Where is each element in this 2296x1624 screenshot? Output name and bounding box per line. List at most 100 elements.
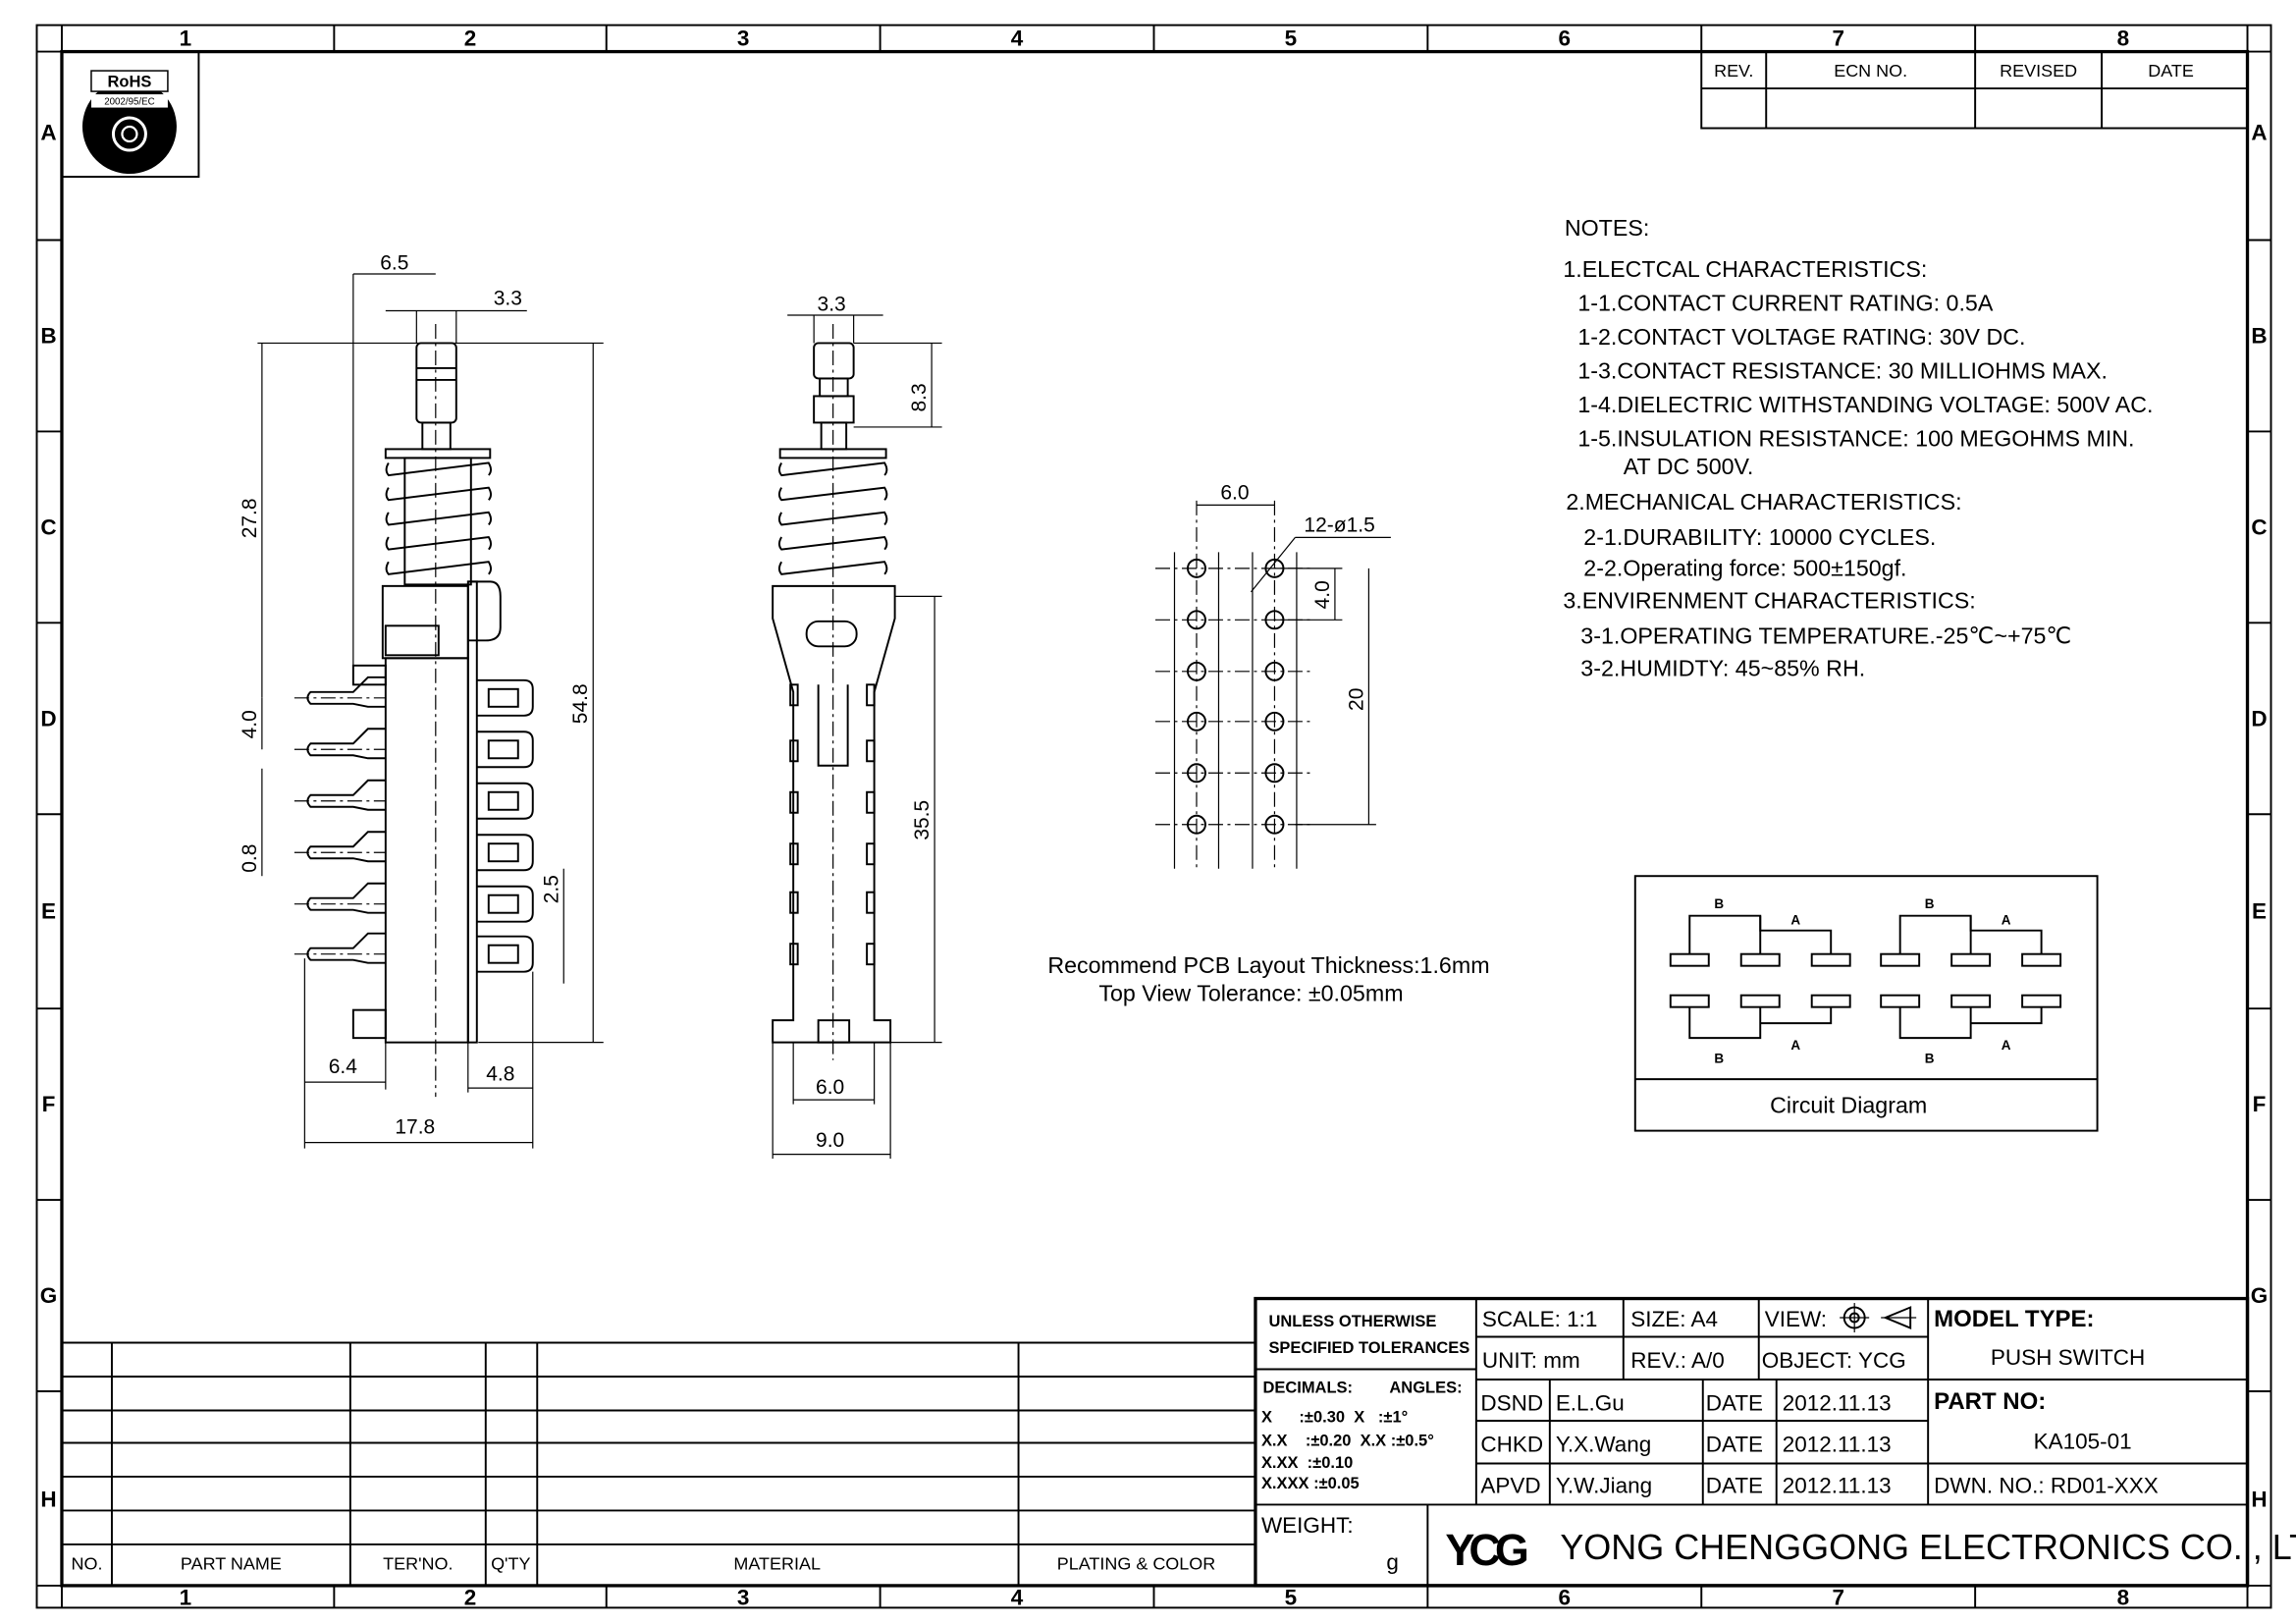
- contact-pad: [1810, 952, 1851, 967]
- rev-header: REV.: [1714, 61, 1753, 81]
- object: OBJECT: YCG: [1762, 1348, 1906, 1373]
- model-type: PUSH SWITCH: [1991, 1345, 2145, 1370]
- solder-tab: [476, 935, 534, 973]
- contact-pad: [1880, 952, 1921, 967]
- dim-2-5: 2.5: [540, 875, 562, 903]
- notes-title: NOTES:: [1565, 215, 1649, 241]
- part-no-label: PART NO:: [1934, 1388, 2046, 1415]
- spring: [385, 461, 493, 575]
- note-line: 1-1.CONTACT CURRENT RATING: 0.5A: [1577, 290, 1994, 315]
- pcb-pin: [306, 831, 386, 863]
- dim-0-8: 0.8: [239, 844, 261, 873]
- company-logo: YCG: [1445, 1525, 1526, 1575]
- signoff-role: APVD: [1480, 1473, 1540, 1497]
- column-label: 8: [2117, 1585, 2130, 1609]
- model-type-label: MODEL TYPE:: [1934, 1306, 2094, 1332]
- circuit-wire: [1759, 915, 1833, 954]
- row-label: H: [40, 1488, 56, 1512]
- scale: SCALE: 1:1: [1482, 1307, 1597, 1331]
- view: VIEW:: [1765, 1307, 1827, 1331]
- first-angle-projection-icon: [1840, 1303, 1917, 1333]
- contact-slot: [789, 790, 799, 814]
- angles-label: ANGLES:: [1389, 1379, 1462, 1396]
- tolerance-title: SPECIFIED TOLERANCES: [1268, 1339, 1469, 1357]
- contact-pad: [1669, 994, 1710, 1008]
- dim-6-0: 6.0: [1220, 481, 1249, 504]
- col-ter-no: TER'NO.: [383, 1553, 453, 1573]
- circuit-wire: [1898, 914, 1972, 954]
- dim-3-3: 3.3: [494, 287, 522, 309]
- revision-table: REV. ECN NO. REVISED DATE: [1700, 50, 2249, 130]
- contact-pad: [1880, 994, 1921, 1008]
- column-label: 6: [1559, 1585, 1572, 1609]
- contact-pad: [2021, 952, 2062, 967]
- signoff-date-label: DATE: [1706, 1390, 1763, 1415]
- contact-pad: [1810, 994, 1851, 1008]
- title-block: UNLESS OTHERWISE SPECIFIED TOLERANCES DE…: [1254, 1296, 2296, 1588]
- column-label: 7: [1832, 27, 1844, 51]
- row-label: A: [40, 121, 56, 145]
- notes: NOTES: 1.ELECTCAL CHARACTERISTICS: 1-1.C…: [1563, 215, 2153, 680]
- dim-17-8: 17.8: [395, 1116, 435, 1139]
- solder-tab: [476, 782, 534, 820]
- circuit-label-b: B: [1925, 896, 1935, 911]
- note-line: 1-2.CONTACT VOLTAGE RATING: 30V DC.: [1577, 324, 2025, 350]
- contact-pad: [2021, 994, 2062, 1008]
- dim-54-8: 54.8: [569, 683, 592, 724]
- dim-6-4: 6.4: [329, 1056, 358, 1078]
- contact-slot: [789, 891, 799, 914]
- pcb-hole: [1264, 763, 1285, 784]
- pcb-pin: [306, 932, 386, 964]
- dim-4-0: 4.0: [1311, 580, 1334, 609]
- contact-slot: [866, 842, 876, 866]
- dim-6-0: 6.0: [816, 1076, 844, 1099]
- column-label: 4: [1011, 27, 1024, 51]
- contact-slot: [866, 683, 876, 707]
- column-label: 2: [464, 27, 477, 51]
- circuit-label-a: A: [2002, 1038, 2011, 1053]
- note-line: 1-5.INSULATION RESISTANCE: 100 MEGOHMS M…: [1577, 425, 2134, 451]
- hole-callout: 12-ø1.5: [1304, 514, 1374, 536]
- pcb-caption-thickness: Recommend PCB Layout Thickness:1.6mm: [1047, 952, 1489, 978]
- pcb-hole: [1187, 763, 1206, 784]
- weight-label: WEIGHT:: [1261, 1513, 1354, 1538]
- date-header: DATE: [2148, 61, 2194, 81]
- row-label: H: [2251, 1488, 2267, 1512]
- dim-4-0: 4.0: [239, 710, 261, 738]
- pcb-pin: [306, 779, 386, 811]
- rohs-directive: 2002/95/EC: [104, 97, 154, 108]
- col-material: MATERIAL: [733, 1553, 821, 1573]
- revision: REV.: A/0: [1630, 1348, 1724, 1373]
- signoff-name: Y.W.Jiang: [1556, 1473, 1652, 1497]
- circuit-title: Circuit Diagram: [1770, 1093, 1927, 1118]
- parts-list: NO. PART NAME TER'NO. Q'TY MATERIAL PLAT…: [61, 1341, 1255, 1586]
- note-line: 1.ELECTCAL CHARACTERISTICS:: [1563, 256, 1927, 282]
- contact-slot: [866, 739, 876, 763]
- pcb-pin: [306, 728, 386, 760]
- circuit-wire: [1760, 1006, 1833, 1025]
- signoff-name: E.L.Gu: [1556, 1390, 1625, 1415]
- circuit-wire: [1969, 915, 2043, 954]
- tolerance-line: X.X :±0.20 X.X :±0.5°: [1261, 1432, 1434, 1449]
- decimals-label: DECIMALS:: [1262, 1379, 1353, 1396]
- row-label: G: [40, 1283, 58, 1308]
- column-label: 3: [737, 1585, 750, 1609]
- revised-header: REVISED: [2000, 61, 2077, 81]
- column-label: 4: [1011, 1585, 1024, 1609]
- circuit-label-a: A: [1790, 913, 1800, 928]
- note-line: 3-2.HUMIDTY: 45~85% RH.: [1580, 655, 1865, 680]
- tolerance-title: UNLESS OTHERWISE: [1268, 1313, 1436, 1330]
- signoff-date: 2012.11.13: [1783, 1432, 1892, 1456]
- circuit-wire: [1970, 1006, 2043, 1025]
- circuit-wire: [1688, 1006, 1762, 1040]
- note-line: 2-2.Operating force: 500±150gf.: [1583, 555, 1906, 580]
- signoff-name: Y.X.Wang: [1556, 1432, 1652, 1456]
- contact-slot: [789, 943, 799, 966]
- contact-pad: [1739, 952, 1781, 967]
- column-label: 2: [464, 1585, 477, 1609]
- note-line: AT DC 500V.: [1624, 454, 1754, 479]
- solder-tab: [476, 834, 534, 872]
